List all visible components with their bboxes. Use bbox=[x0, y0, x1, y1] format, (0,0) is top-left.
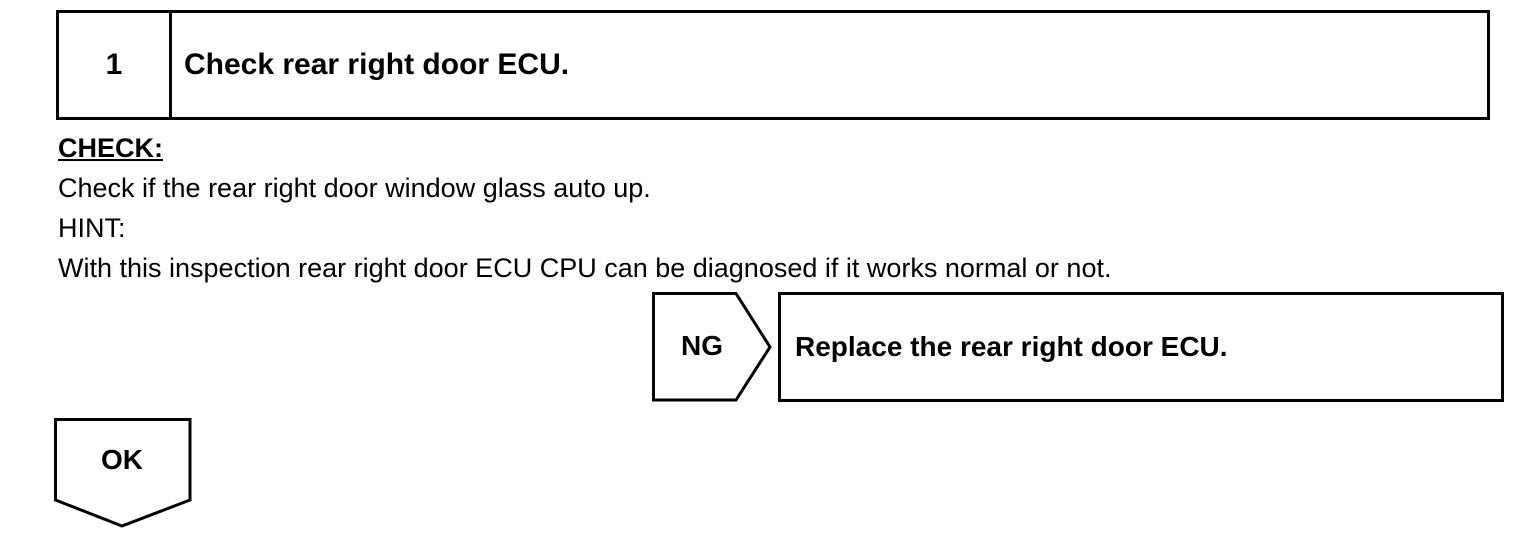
hint-label: HINT: bbox=[58, 213, 126, 243]
ng-label: NG bbox=[681, 330, 723, 361]
ng-action-text: Replace the rear right door ECU. bbox=[795, 331, 1228, 362]
ok-label: OK bbox=[101, 444, 143, 475]
ng-arrow-shape bbox=[652, 292, 772, 402]
ng-action-box: Replace the rear right door ECU. bbox=[778, 292, 1504, 402]
check-label: CHECK: bbox=[58, 133, 163, 163]
check-instruction: Check if the rear right door window glas… bbox=[58, 173, 651, 203]
step-title: Check rear right door ECU. bbox=[184, 48, 570, 81]
step-header-box: 1 Check rear right door ECU. bbox=[56, 10, 1490, 120]
step-number: 1 bbox=[59, 13, 172, 117]
ok-arrow-shape bbox=[54, 418, 192, 528]
hint-text: With this inspection rear right door ECU… bbox=[58, 253, 1112, 283]
